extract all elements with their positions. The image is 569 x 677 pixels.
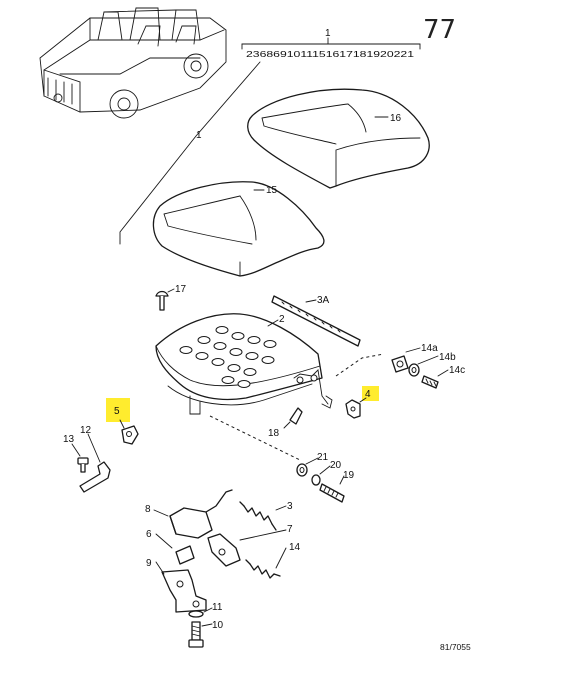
- callout-1-top: 1: [325, 28, 331, 39]
- callout-10: 10: [212, 620, 224, 631]
- part-7-latch[interactable]: [207, 533, 241, 567]
- callout-11: 11: [212, 602, 223, 613]
- callout-21: 21: [317, 452, 329, 463]
- part-14c-bolt[interactable]: [421, 375, 439, 389]
- callout-9: 9: [146, 558, 152, 569]
- callout-2: 2: [279, 314, 285, 325]
- callout-12: 12: [80, 425, 92, 436]
- callout-14c: 14c: [449, 365, 465, 376]
- part-21-washer[interactable]: [296, 463, 308, 477]
- part-19-bolt[interactable]: [319, 483, 345, 503]
- callout-18: 18: [268, 428, 280, 439]
- callout-19: 19: [343, 470, 355, 481]
- callout-17: 17: [175, 284, 187, 295]
- part-12-lever[interactable]: [79, 461, 111, 493]
- callout-4: 4: [365, 389, 371, 400]
- callout-4-highlight: [362, 386, 379, 401]
- part-10-bolt[interactable]: [188, 621, 204, 648]
- callout-16: 16: [390, 113, 402, 124]
- part-4-bracket[interactable]: [345, 399, 361, 419]
- part-18-clip[interactable]: [289, 407, 303, 425]
- callout-7: 7: [287, 524, 293, 535]
- reference-code: 81/7055: [440, 642, 471, 652]
- part-17-fastener[interactable]: [155, 290, 169, 311]
- part-13-screw[interactable]: [77, 457, 89, 473]
- model-range-codes: 2368691011151617181920221: [246, 49, 414, 59]
- callout-14b: 14b: [439, 352, 456, 363]
- callout-6: 6: [146, 529, 152, 540]
- callout-15: 15: [266, 185, 278, 196]
- callout-3a: 3A: [317, 295, 330, 306]
- callout-14: 14: [289, 542, 301, 553]
- part-3-spring[interactable]: [239, 501, 277, 531]
- callout-3: 3: [287, 501, 293, 512]
- vehicle-illustration: [39, 7, 227, 119]
- part-9-mount[interactable]: [161, 569, 207, 613]
- callout-5-highlight: [106, 398, 130, 422]
- part-2-seat-pan[interactable]: [155, 313, 333, 415]
- page-number: 77: [423, 15, 456, 45]
- part-14a-nut[interactable]: [391, 355, 409, 373]
- assembly-bracket-line: [119, 61, 261, 245]
- part-15-cushion[interactable]: [152, 181, 325, 277]
- callout-14a: 14a: [421, 343, 438, 354]
- part-16-cushion[interactable]: [247, 88, 430, 189]
- part-5-bracket[interactable]: [121, 425, 139, 445]
- part-14b-washer[interactable]: [408, 363, 420, 377]
- part-20-washer[interactable]: [311, 474, 321, 486]
- callout-20: 20: [330, 460, 342, 471]
- callout-1-mid: 1: [196, 130, 202, 141]
- part-14-spring[interactable]: [245, 559, 281, 579]
- part-8-rod[interactable]: [169, 489, 233, 539]
- part-3a-rail[interactable]: [271, 295, 361, 347]
- callout-13: 13: [63, 434, 75, 445]
- part-11-washer[interactable]: [188, 610, 204, 618]
- part-6-bushing[interactable]: [175, 545, 195, 565]
- callout-5: 5: [114, 406, 120, 417]
- callout-8: 8: [145, 504, 151, 515]
